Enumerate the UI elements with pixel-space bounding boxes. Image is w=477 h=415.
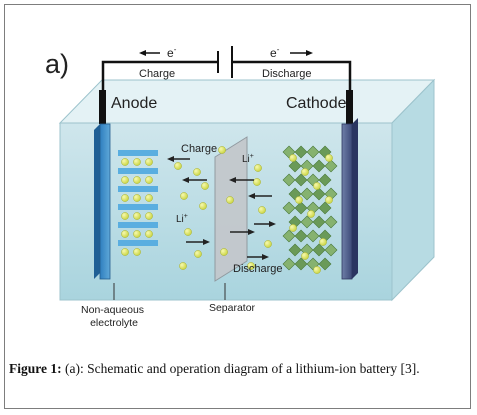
li-ion-label-left: Li+ [176,213,188,225]
lithium-ion [145,212,153,220]
lithium-ion [264,240,272,248]
lithium-ion [133,176,141,184]
lithium-ion [289,154,297,162]
lattice-cell [324,215,338,229]
lattice-cell [306,145,320,159]
lithium-ion [313,266,321,274]
lithium-ion [218,146,226,154]
caption-text: (a): Schematic and operation diagram of … [61,361,420,376]
lattice-cell [306,229,320,243]
discharge-inner-label: Discharge [233,263,283,275]
lattice-cell [282,229,296,243]
lattice-cell [312,215,326,229]
lithium-ion [226,196,234,204]
discharge-label: Discharge [262,68,312,80]
caption-label: Figure 1: [9,361,62,376]
lattice-cell [282,257,296,271]
lattice-cell [312,187,326,201]
lattice-cell [300,187,314,201]
label-pointer-lines [113,283,226,300]
li-ion-label-right: Li+ [242,153,254,165]
lithium-ion [201,182,209,190]
lithium-ion [307,210,315,218]
lattice-cell [318,201,332,215]
lattice-cell [294,173,308,187]
lithium-ion [121,176,129,184]
lattice-cell [312,243,326,257]
lattice-cell [312,159,326,173]
lithium-ion [133,230,141,238]
separator-label: Separator [209,302,256,314]
lithium-ion [184,228,192,236]
anode-plate [94,123,111,280]
lithium-ion [193,168,201,176]
lithium-ion [325,154,333,162]
lithium-ion [220,248,228,256]
lithium-ion [194,250,202,258]
ion-flow-arrows [167,156,276,260]
lithium-ion [145,158,153,166]
lattice-cell [282,201,296,215]
lithium-ion [253,178,261,186]
separator-membrane [214,136,248,282]
lithium-ion [133,194,141,202]
cathode-label: Cathode [286,95,347,112]
charge-inner-label: Charge [181,143,217,155]
lithium-ion [133,212,141,220]
cathode-crystal-lattice [282,145,338,271]
cathode-plate [341,118,358,280]
charge-label: Charge [139,68,175,80]
lithium-ions [121,146,333,274]
lattice-cell [294,145,308,159]
lithium-ion [258,206,266,214]
lattice-cell [294,229,308,243]
lattice-cell [318,173,332,187]
lithium-ion [247,262,255,270]
lithium-ion [295,196,303,204]
lithium-ion [145,194,153,202]
lithium-ion [319,238,327,246]
electron-label-left: e- [167,45,177,60]
lithium-ion [325,196,333,204]
lithium-ion [301,168,309,176]
lithium-ion [301,252,309,260]
electron-label-right: e- [270,45,280,60]
lithium-ion [121,194,129,202]
lithium-ion [199,202,207,210]
lithium-ion [121,230,129,238]
lithium-ion [133,248,141,256]
lattice-cell [288,243,302,257]
lattice-cell [324,243,338,257]
lithium-ion [121,158,129,166]
graphite-layers [118,150,158,246]
panel-label: a) [45,49,69,79]
lattice-cell [288,159,302,173]
lithium-ion [145,176,153,184]
electron-flow-arrows [139,50,313,56]
lithium-ion [121,248,129,256]
lattice-cell [300,215,314,229]
lattice-cell [282,173,296,187]
lithium-ion [174,162,182,170]
lithium-ion [180,192,188,200]
lithium-ion [313,182,321,190]
lithium-ion [133,158,141,166]
lithium-ion [145,230,153,238]
lattice-cell [324,159,338,173]
battery-diagram: a) e- e- Charge Discharge Anode Cathode [45,45,436,329]
lattice-cell [294,201,308,215]
lithium-ion [121,212,129,220]
lithium-ion [289,224,297,232]
lattice-cell [294,257,308,271]
lithium-ion [254,164,262,172]
lattice-cell [318,257,332,271]
lithium-ion [179,262,187,270]
anode-label: Anode [111,95,157,112]
figure-caption: Figure 1: (a): Schematic and operation d… [9,360,464,377]
electrolyte-label: Non-aqueous electrolyte [81,304,147,329]
electrode-terminals [99,90,353,124]
